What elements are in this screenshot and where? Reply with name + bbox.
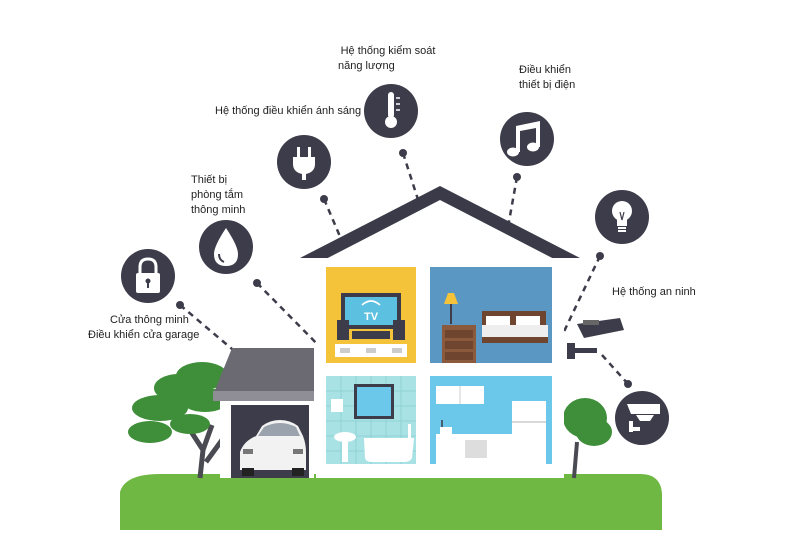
light-bulb-icon — [612, 201, 632, 232]
energy-icon-circle — [364, 84, 418, 138]
music-note-icon — [507, 121, 540, 157]
water-drop-icon — [214, 228, 238, 266]
bathroom-label-line-1: Thiết bị — [191, 174, 228, 186]
bathroom-label-line-3: thông minh — [191, 204, 246, 216]
tv-label: TV — [364, 311, 379, 323]
door-label-line-2: Điều khiển cửa garage — [88, 329, 200, 341]
bathroom-label-line-2: phòng tắm — [191, 189, 243, 201]
plug-icon — [293, 147, 315, 180]
energy-label-line-1: Hệ thống kiểm soát — [340, 45, 436, 57]
lighting-icon-circle — [277, 135, 331, 189]
door-icon-circle — [121, 249, 175, 303]
kitchen — [430, 376, 552, 464]
car — [240, 420, 306, 476]
appliance-label-line-1: Điều khiển — [519, 64, 571, 76]
bathroom — [326, 376, 416, 464]
bedroom — [430, 267, 552, 363]
grass-hill — [120, 474, 662, 530]
thermometer-icon — [385, 92, 400, 128]
appliance-label: Điều khiển thiết bị điện — [519, 63, 575, 93]
security-label: Hệ thống an ninh — [612, 285, 696, 300]
connector-light-bulb — [536, 255, 602, 387]
right-tree — [563, 398, 612, 479]
garage — [213, 348, 314, 478]
connector-security — [601, 354, 629, 385]
security-camera-icon — [627, 404, 660, 432]
lighting-label-line-1: Hệ thống điều khiển ánh sáng — [215, 105, 362, 117]
living-room: TV — [326, 267, 416, 363]
bathroom-icon-circle — [199, 220, 253, 274]
connector-dots — [176, 149, 632, 388]
wall-security-camera — [567, 318, 624, 359]
appliance-icon-circle — [500, 112, 554, 166]
house: TV — [300, 186, 580, 478]
light-bulb-icon-circle — [595, 190, 649, 244]
energy-label-line-2: năng lượng — [338, 60, 395, 72]
energy-label: Hệ thống kiểm soát năng lượng — [333, 44, 443, 74]
bathroom-label: Thiết bị phòng tắm thông minh — [191, 173, 245, 218]
appliance-label-line-2: thiết bị điện — [519, 79, 576, 91]
security-icon-circle — [615, 391, 669, 445]
security-label-line-1: Hệ thống an ninh — [612, 286, 696, 298]
padlock-icon — [136, 257, 160, 293]
door-label: Cửa thông minh Điều khiển cửa garage — [88, 313, 199, 343]
left-tree — [128, 362, 229, 479]
lighting-label: Hệ thống điều khiển ánh sáng — [215, 104, 361, 119]
door-label-line-1: Cửa thông minh — [110, 314, 189, 326]
